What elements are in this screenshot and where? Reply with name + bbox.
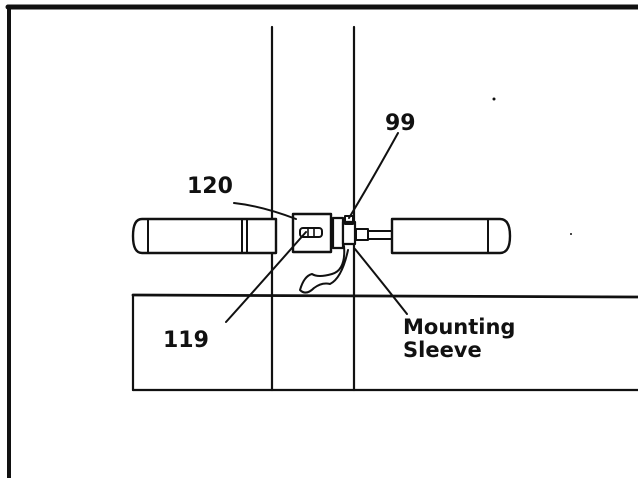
door-frame-lines bbox=[270, 25, 356, 392]
base-panel bbox=[131, 293, 638, 392]
drawing-frame bbox=[5, 4, 638, 478]
lock-body bbox=[291, 212, 333, 254]
label-sleeve: Sleeve bbox=[403, 338, 482, 362]
scan-specks bbox=[492, 97, 572, 235]
mounting-sleeve-part bbox=[331, 215, 357, 250]
right-handle bbox=[355, 217, 512, 255]
label-119: 119 bbox=[163, 328, 209, 353]
left-handle bbox=[131, 217, 278, 255]
leader-lines bbox=[225, 132, 408, 323]
label-mounting: Mounting bbox=[403, 315, 515, 339]
cable-loop bbox=[299, 245, 349, 294]
label-120: 120 bbox=[187, 174, 233, 199]
label-99: 99 bbox=[385, 111, 416, 136]
